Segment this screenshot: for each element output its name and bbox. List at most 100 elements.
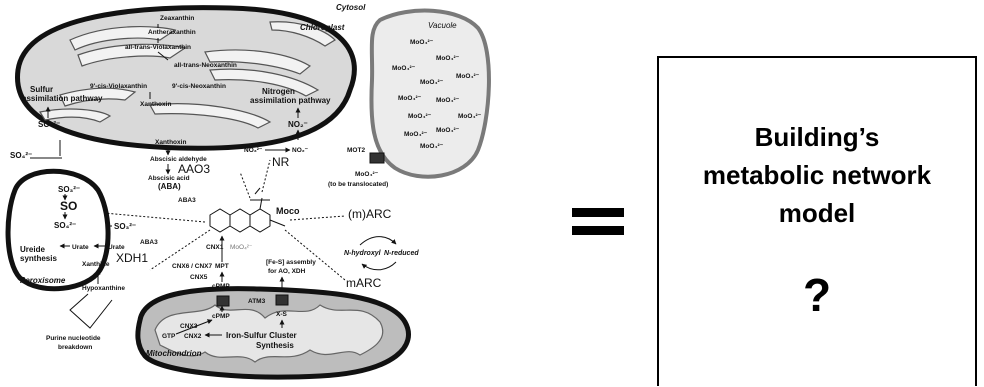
vacuole-moo4-10: MoO₄²⁻	[436, 127, 460, 134]
cpmp-mito-label: cPMP	[212, 313, 230, 320]
vacuole-moo4-9: MoO₄²⁻	[458, 113, 482, 120]
abscisic-aldehyde-label: Abscisic aldehyde	[150, 156, 207, 163]
cis-neoxanthin-label: 9'-cis-Neoxanthin	[172, 83, 226, 90]
marc-top-label: (m)ARC	[348, 207, 392, 221]
cytosol-label: Cytosol	[336, 3, 366, 12]
nitrogen-pathway-label-1: Nitrogen	[262, 87, 295, 96]
purine-label-2: breakdown	[58, 344, 92, 351]
peroxisome-label: Peroxisome	[20, 276, 66, 285]
vacuole: Vacuole MoO₄²⁻ MoO₄²⁻ MoO₄²⁻ MoO₄²⁻ MoO₄…	[369, 8, 491, 179]
mot2-note-label: (to be translocated)	[328, 181, 388, 188]
moo4-small-label: MoO₄²⁻	[230, 244, 253, 251]
cpmp-transporter	[216, 295, 230, 307]
vacuole-moo4-1: MoO₄²⁻	[410, 39, 434, 46]
result-box: Building’s metabolic network model ?	[657, 56, 977, 386]
no3-label: NO₃²⁻	[244, 147, 263, 154]
vacuole-moo4-3: MoO₄²⁻	[392, 65, 416, 72]
abscisic-acid-label-1: Abscisic acid	[148, 175, 190, 182]
nitrogen-pathway-label-2: assimilation pathway	[250, 96, 331, 105]
chloroplast: Chloroplast Zeaxanthin Antheraxanthin al…	[15, 5, 357, 151]
xanthoxin-chloroplast-label: Xanthoxin	[140, 101, 171, 108]
moco-to-nr-link	[261, 159, 271, 193]
peroxisome: SO₃²⁻ SO SO₄²⁻ Ureide synthesis Urate Pe…	[5, 168, 111, 292]
xs-label: X-S	[276, 311, 288, 318]
moco-label: Moco	[276, 206, 300, 216]
aao3-label: AAO3	[178, 162, 210, 176]
no2-cytosol-label: NO₂⁻	[292, 147, 309, 154]
sulfur-pathway-label-2: assimilation pathway	[22, 94, 103, 103]
moco-to-aao3-link	[239, 171, 251, 199]
vacuole-moo4-5: MoO₄²⁻	[420, 79, 444, 86]
question-mark: ?	[802, 269, 832, 321]
mitochondrion: ATM3 X-S cPMP CNX3 GTP CNX2 Iron-Sulfur …	[135, 286, 411, 380]
purine-label-1: Purine nucleotide	[46, 335, 101, 342]
vacuole-moo4-4: MoO₄²⁻	[456, 73, 480, 80]
mot2-transporter: MOT2 MoO₄²⁻ (to be translocated)	[328, 147, 388, 188]
xanthine-label: Xanthine	[82, 261, 110, 268]
cnx3-label: CNX3	[180, 323, 198, 330]
sulfur-pathway-label-1: Sulfur	[30, 85, 53, 94]
urate-in-label: Urate	[72, 244, 89, 251]
moco-to-xdh-link	[149, 229, 211, 271]
moco-molecule	[209, 187, 286, 233]
result-title-line-2: metabolic network	[702, 160, 932, 190]
so4-peroxisome-label: SO₄²⁻	[54, 221, 76, 230]
cnx6-7-label: CNX6 / CNX7	[172, 263, 212, 270]
gtp-label: GTP	[162, 333, 176, 340]
vacuole-label: Vacuole	[428, 21, 457, 30]
n-hydroxyl-label: N-hydroxyl	[344, 250, 382, 257]
result-title-line-1: Building’s	[754, 122, 880, 152]
aba3-bottom-label: ABA3	[140, 239, 158, 246]
fes-cluster-label-1: Iron-Sulfur Cluster	[226, 331, 297, 340]
vacuole-moo4-11: MoO₄²⁻	[404, 131, 428, 138]
moco-to-marc-link	[289, 215, 346, 221]
xdh1-label: XDH1	[116, 251, 148, 265]
vacuole-moo4-7: MoO₄²⁻	[436, 97, 460, 104]
mot2-moo4-label: MoO₄²⁻	[355, 171, 379, 178]
marc-label: mARC	[346, 276, 382, 290]
so3-cytosol-label: SO₃²⁻	[114, 222, 136, 231]
antheraxanthin-label: Antheraxanthin	[148, 29, 196, 36]
vacuole-moo4-12: MoO₄²⁻	[420, 143, 444, 150]
hypoxanthine-label: Hypoxanthine	[82, 285, 125, 292]
so-label: SO	[60, 199, 77, 213]
zeaxanthin-label: Zeaxanthin	[160, 15, 194, 22]
cnx2-label: CNX2	[184, 333, 202, 340]
vacuole-moo4-6: MoO₄²⁻	[398, 95, 422, 102]
chloroplast-label: Chloroplast	[300, 23, 345, 32]
result-title-line-3: model	[778, 198, 856, 228]
abscisic-acid-label-2: (ABA)	[158, 182, 181, 191]
ureide-label-1: Ureide	[20, 245, 45, 254]
urate-out-label: Urate	[108, 244, 125, 251]
vacuole-moo4-8: MoO₄²⁻	[408, 113, 432, 120]
atm3-label: ATM3	[248, 298, 266, 305]
mpt-label: MPT	[215, 263, 229, 270]
equals-sign	[572, 208, 624, 244]
vacuole-moo4-2: MoO₄²⁻	[436, 55, 460, 62]
cnx1-label: CNX1	[206, 244, 224, 251]
xanthoxin-label: Xanthoxin	[155, 139, 186, 146]
mot2-label: MOT2	[347, 147, 365, 154]
all-trans-violaxanthin-label: all-trans-Violaxanthin	[125, 44, 191, 51]
fes-cluster-label-2: Synthesis	[256, 341, 294, 350]
ureide-label-2: synthesis	[20, 254, 57, 263]
thylakoid-stacks	[39, 21, 336, 129]
n-reduced-label: N-reduced	[384, 250, 419, 257]
fes-for-label: for AO, XDH	[268, 268, 306, 275]
cis-violaxanthin-label: 9'-cis-Violaxanthin	[90, 83, 147, 90]
no2-chloroplast-label: NO₂⁻	[288, 120, 308, 129]
all-trans-neoxanthin-label: all-trans-Neoxanthin	[174, 62, 237, 69]
atm3-transporter	[275, 294, 289, 306]
result-box-title: Building’s metabolic network model	[659, 118, 975, 232]
so3-peroxisome-label: SO₃²⁻	[58, 185, 80, 194]
moco-to-marc-lower-link	[284, 229, 346, 281]
so4-chloroplast-label: SO₄²⁻	[38, 120, 60, 129]
fes-assembly-label: [Fe-S] assembly	[266, 259, 316, 266]
aba3-top-label: ABA3	[178, 197, 196, 204]
plant-molybdenum-metabolism-diagram: Chloroplast Zeaxanthin Antheraxanthin al…	[5, 3, 491, 380]
cnx5-label: CNX5	[190, 274, 208, 281]
nr-label: NR	[272, 155, 290, 169]
mitochondrion-label: Mitochondrion	[146, 349, 202, 358]
purine-bracket	[69, 293, 113, 329]
so4-cytosol-label: SO₄²⁻	[10, 151, 32, 160]
